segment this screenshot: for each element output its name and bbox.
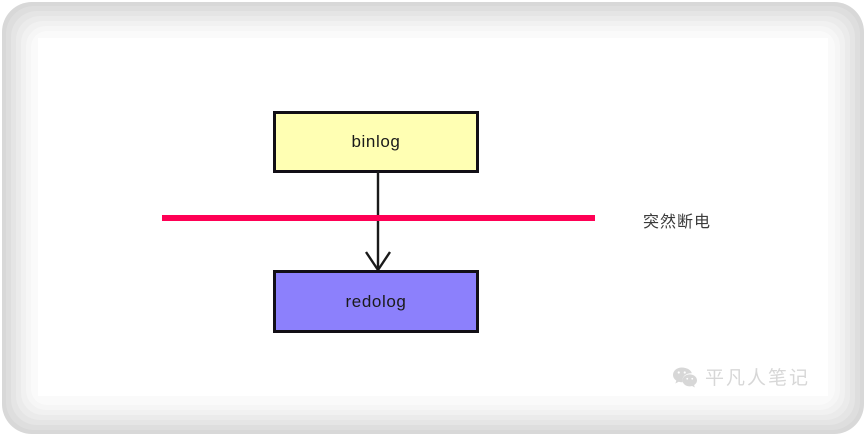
power-cut-annotation-label: 突然断电: [643, 212, 712, 231]
wechat-icon: [672, 367, 697, 387]
watermark: 平凡人笔记: [672, 363, 810, 390]
diagram-canvas: binlog redolog 突然断电 平凡人笔记: [38, 38, 828, 396]
node-redolog-label: redolog: [345, 291, 407, 311]
watermark-text: 平凡人笔记: [704, 367, 810, 389]
node-redolog[interactable]: redolog: [273, 270, 479, 333]
power-cut-line-marker: [162, 215, 595, 221]
node-binlog[interactable]: binlog: [273, 111, 479, 173]
flow-arrow-binlog-to-redolog: [365, 171, 391, 273]
node-binlog-label: binlog: [351, 132, 401, 151]
